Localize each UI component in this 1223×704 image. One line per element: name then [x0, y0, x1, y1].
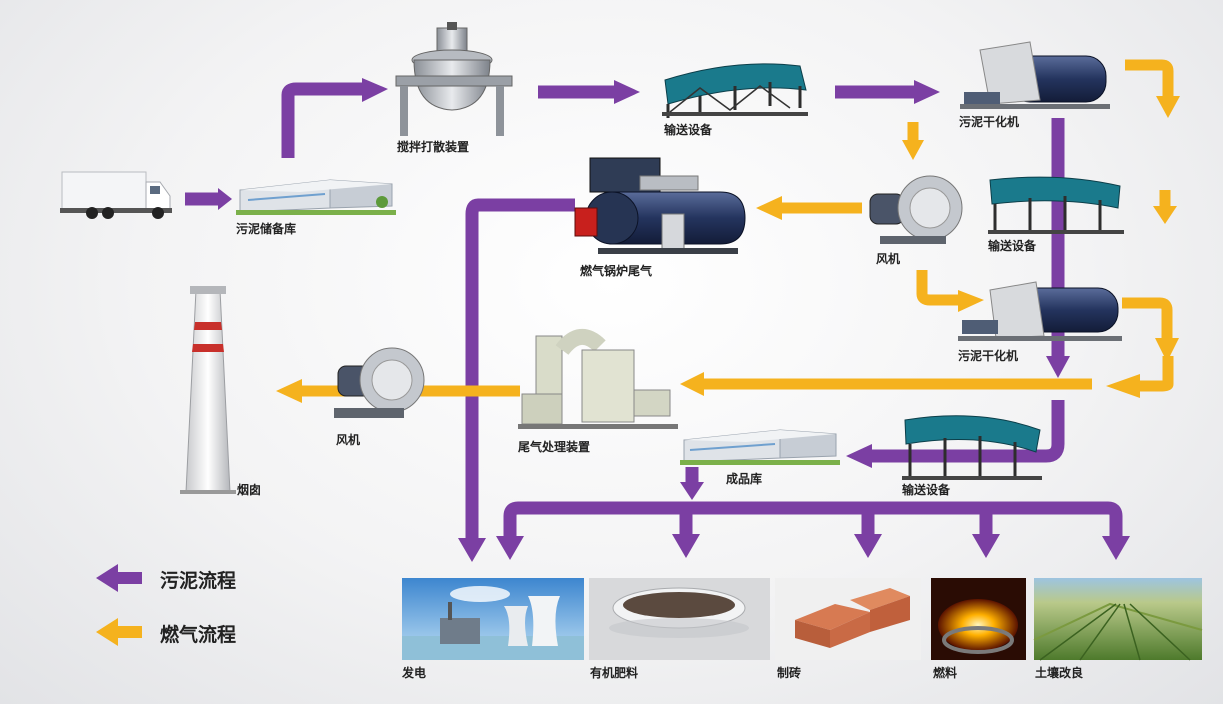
- gas-boiler-icon: [574, 157, 746, 254]
- mixer-machine-icon: [395, 22, 513, 136]
- conveyor-2-icon: [988, 176, 1124, 234]
- use-power-generation-image: [402, 578, 584, 660]
- truck-icon: [60, 171, 172, 219]
- legend-gas-label: 燃气流程: [160, 624, 237, 646]
- gas-arrow-heads: [276, 96, 1180, 403]
- use-fuel-image: [931, 578, 1026, 660]
- fan-2-label: 风机: [336, 433, 361, 447]
- conveyor-2-label: 输送设备: [988, 239, 1037, 253]
- boiler-label: 燃气锅炉尾气: [580, 264, 653, 278]
- conveyor-1-icon: [662, 63, 808, 118]
- use-soil-label: 土壤改良: [1035, 666, 1084, 680]
- use-organic-fertilizer-image: [589, 578, 770, 660]
- sludge-dryer-1-icon: [960, 41, 1110, 109]
- treatment-label: 尾气处理装置: [518, 440, 591, 454]
- dryer-1-label: 污泥干化机: [959, 115, 1020, 129]
- use-fertilizer-label: 有机肥料: [590, 666, 639, 680]
- fan-2-icon: [334, 347, 425, 418]
- sludge-flow-arrows: [185, 82, 1123, 548]
- chimney-label: 烟囱: [237, 483, 262, 497]
- storage-label: 污泥储备库: [236, 222, 297, 236]
- storage-warehouse-icon: [236, 179, 396, 215]
- legend-sludge-label: 污泥流程: [160, 570, 237, 592]
- use-fuel-label: 燃料: [933, 666, 958, 680]
- mixer-label: 搅拌打散装置: [397, 140, 470, 154]
- fan-1-icon: [869, 175, 963, 244]
- sludge-dryer-2-icon: [958, 281, 1122, 341]
- conveyor-1-label: 输送设备: [664, 123, 713, 137]
- conveyor-3-label: 输送设备: [902, 483, 951, 497]
- conveyor-3-icon: [902, 415, 1042, 480]
- product-warehouse-icon: [680, 429, 840, 465]
- legend-gas-arrow-icon: [96, 618, 142, 646]
- fan-1-label: 风机: [876, 252, 901, 266]
- product-warehouse-label: 成品库: [726, 472, 763, 486]
- exhaust-treatment-icon: [518, 329, 678, 429]
- legend-sludge-arrow-icon: [96, 564, 142, 592]
- use-soil-improvement-image: [1033, 578, 1203, 661]
- chimney-icon: [180, 286, 236, 494]
- sludge-arrow-heads: [218, 78, 1130, 562]
- use-power-label: 发电: [402, 666, 427, 680]
- use-brick-label: 制砖: [777, 666, 802, 680]
- dryer-2-label: 污泥干化机: [958, 349, 1019, 363]
- use-brick-image: [775, 578, 921, 660]
